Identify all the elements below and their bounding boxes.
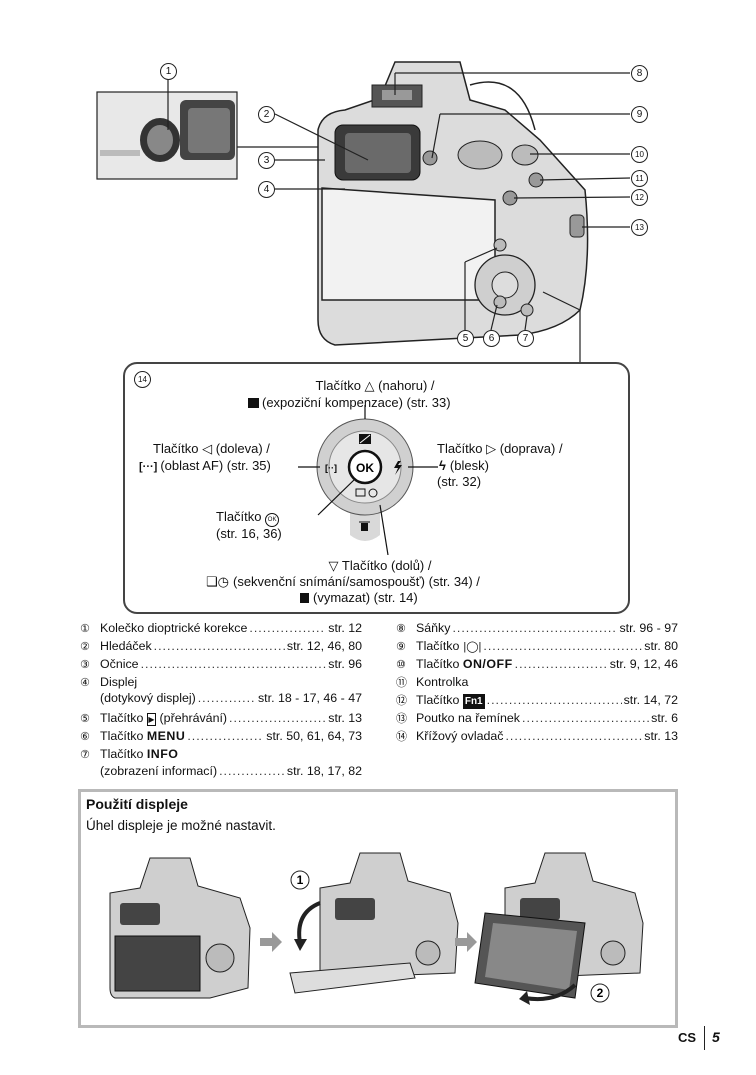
- legend-num: ⑤: [80, 713, 90, 725]
- callout-1: 1: [160, 63, 177, 80]
- ok-text: OK: [356, 461, 374, 475]
- dpad-right-ref: (str. 32): [437, 474, 482, 489]
- legend-num: ⑨: [396, 641, 406, 653]
- legend-num: ⑦: [80, 749, 90, 761]
- callout-13: 13: [631, 219, 648, 236]
- page-number: 5: [712, 1029, 720, 1045]
- legend-num: ③: [80, 659, 90, 671]
- footer-language: CS: [678, 1030, 697, 1045]
- legend-item-8: ⑧Sáňkystr. 96 - 97: [396, 621, 678, 637]
- af-lock-icon: |◯|: [463, 641, 482, 653]
- legend-num: ⑭: [396, 731, 407, 743]
- dpad-down-sub2: (vymazat) (str. 14): [300, 589, 418, 606]
- legend-num: ①: [80, 623, 90, 635]
- legend-num: ②: [80, 641, 90, 653]
- dpad-ok-label: Tlačítko OK: [216, 508, 280, 527]
- legend-num: ⑬: [396, 713, 407, 725]
- callout-9: 9: [631, 106, 648, 123]
- callout-4: 4: [258, 181, 275, 198]
- callout-3: 3: [258, 152, 275, 169]
- dpad-up-sub: (expoziční kompenzace) (str. 33): [248, 394, 451, 411]
- dpad-left-sub: [···](oblast AF) (str. 35): [139, 458, 271, 473]
- trash-icon: [300, 593, 309, 603]
- callout-5: 5: [457, 330, 474, 347]
- usage-title: Použití displeje: [86, 796, 188, 812]
- drive-self-timer-icon: ❑◷: [206, 574, 229, 589]
- legend-item-4-sub: (dotykový displej)str. 18 - 17, 46 - 47: [100, 691, 362, 706]
- fn1-badge: Fn1: [462, 694, 485, 709]
- svg-text:[··]: [··]: [325, 463, 337, 473]
- step-1-text: 1: [297, 873, 304, 887]
- playback-icon: ▶: [147, 713, 156, 726]
- callout-8: 8: [631, 65, 648, 82]
- af-area-icon: [···]: [139, 461, 158, 473]
- exposure-comp-icon: [248, 398, 259, 408]
- legend-item-2: ②Hledáčekstr. 12, 46, 80: [80, 639, 362, 655]
- callout-12: 12: [631, 189, 648, 206]
- legend-num: ⑧: [396, 623, 406, 635]
- dpad-diagram: OK [··]: [298, 405, 438, 555]
- usage-box: [78, 789, 678, 1028]
- dpad-right-sub: ϟ(blesk): [439, 458, 489, 473]
- legend-item-7-sub: (zobrazení informací)str. 18, 17, 82: [100, 764, 362, 779]
- ok-button-icon: OK: [265, 513, 280, 527]
- usage-text: Úhel displeje je možné nastavit.: [86, 818, 276, 833]
- callout-14: 14: [134, 371, 151, 388]
- callout-7: 7: [517, 330, 534, 347]
- callout-2: 2: [258, 106, 275, 123]
- dpad-left-label: Tlačítko ◁ (doleva) /: [153, 441, 270, 456]
- dpad-ok-ref: (str. 16, 36): [216, 526, 282, 541]
- camera-rear-illustration: [96, 61, 631, 362]
- legend-item-3: ③Očnicestr. 96: [80, 657, 362, 673]
- display-tilt-illustrations: 1 2: [109, 852, 644, 1005]
- dpad-down-label: ▽ Tlačítko (dolů) /: [328, 558, 432, 573]
- footer-divider: [704, 1026, 705, 1050]
- legend-num: ⑫: [396, 695, 407, 707]
- legend-num: ⑪: [396, 677, 407, 689]
- callout-10: 10: [631, 146, 648, 163]
- dpad-up-label: Tlačítko △ (nahoru) /: [315, 378, 435, 393]
- legend-num: ⑩: [396, 659, 406, 671]
- flash-icon: ϟ: [439, 458, 446, 473]
- dpad-right-label: Tlačítko ▷ (doprava) /: [437, 441, 563, 456]
- callout-11: 11: [631, 170, 648, 187]
- legend-num: ④: [80, 677, 90, 689]
- callout-6: 6: [483, 330, 500, 347]
- step-2-text: 2: [597, 986, 604, 1000]
- legend-num: ⑥: [80, 731, 90, 743]
- dpad-callout-box: [123, 362, 630, 614]
- dpad-down-sub: ❑◷(sekvenční snímání/samospoušť) (str. 3…: [206, 574, 480, 589]
